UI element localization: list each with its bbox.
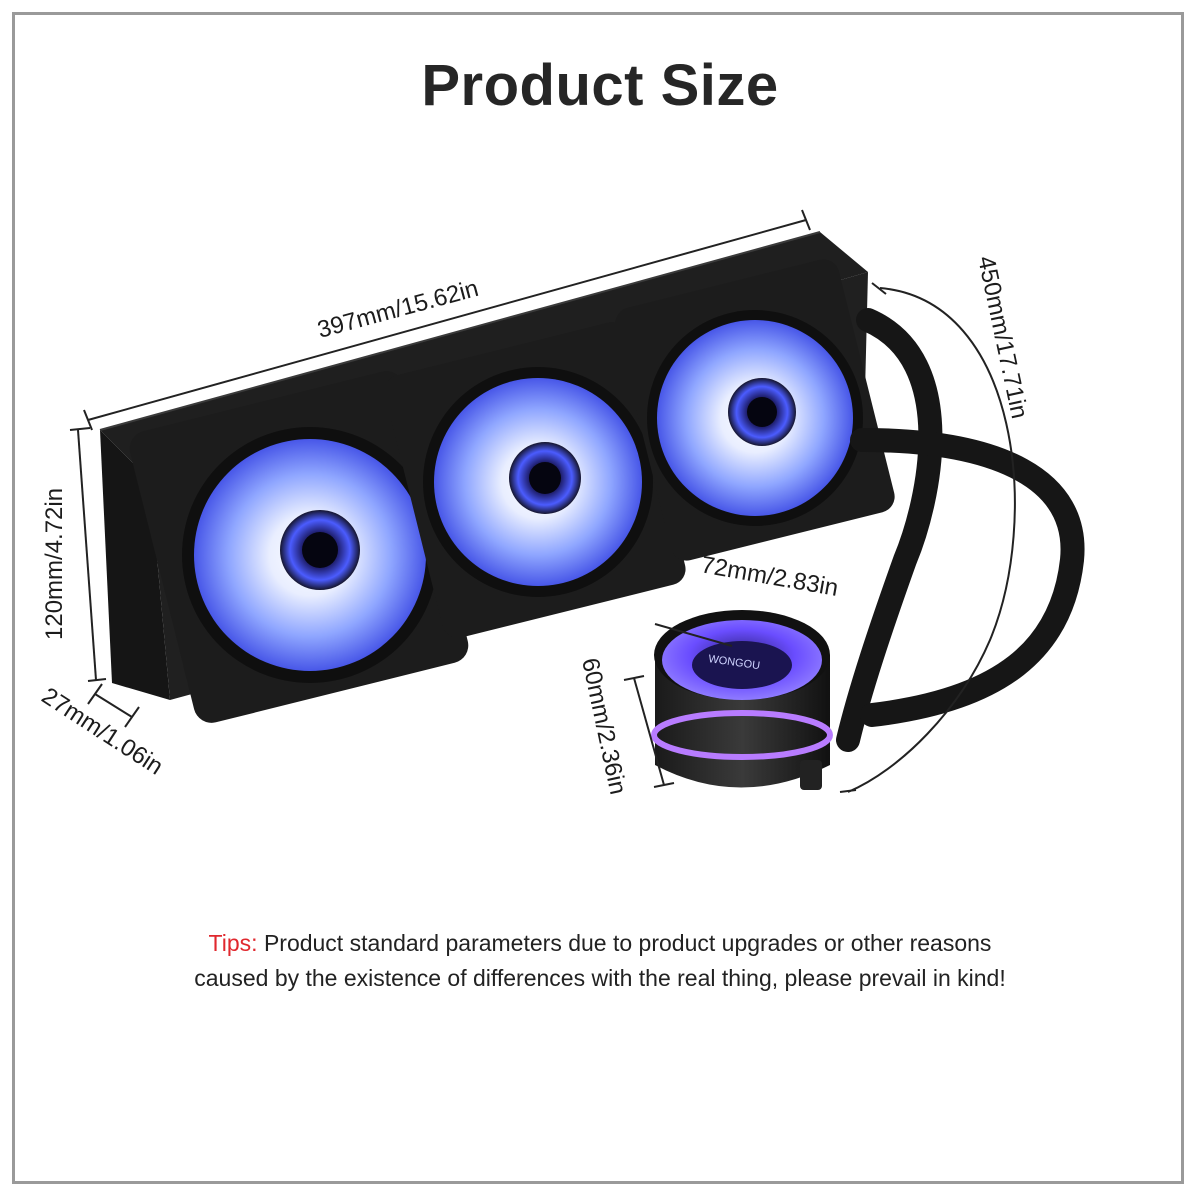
tips-line-2: caused by the existence of differences w… <box>194 965 1006 991</box>
radiator-height-label: 120mm/4.72in <box>41 488 68 640</box>
pump-block: WONGOU <box>651 610 833 790</box>
fan-left <box>129 371 469 723</box>
tips-line-1: Tips: Product standard parameters due to… <box>60 926 1140 961</box>
dimension-lines <box>69 209 1016 793</box>
tips-label: Tips: <box>208 930 258 956</box>
tips-note: Tips: Product standard parameters due to… <box>60 926 1140 996</box>
fan-right <box>615 259 895 561</box>
radiator-thickness-label: 27mm/1.06in <box>37 682 168 780</box>
coolant-tubes <box>836 308 1085 752</box>
page-title: Product Size <box>421 53 779 118</box>
pump-diameter-label: 72mm/2.83in <box>699 551 840 602</box>
tips-text-1: Product standard parameters due to produ… <box>263 930 992 956</box>
fan-middle <box>384 322 686 638</box>
tube-length-label: 450mm/17.71in <box>972 254 1033 421</box>
pump-height-label: 60mm/2.36in <box>576 656 631 797</box>
